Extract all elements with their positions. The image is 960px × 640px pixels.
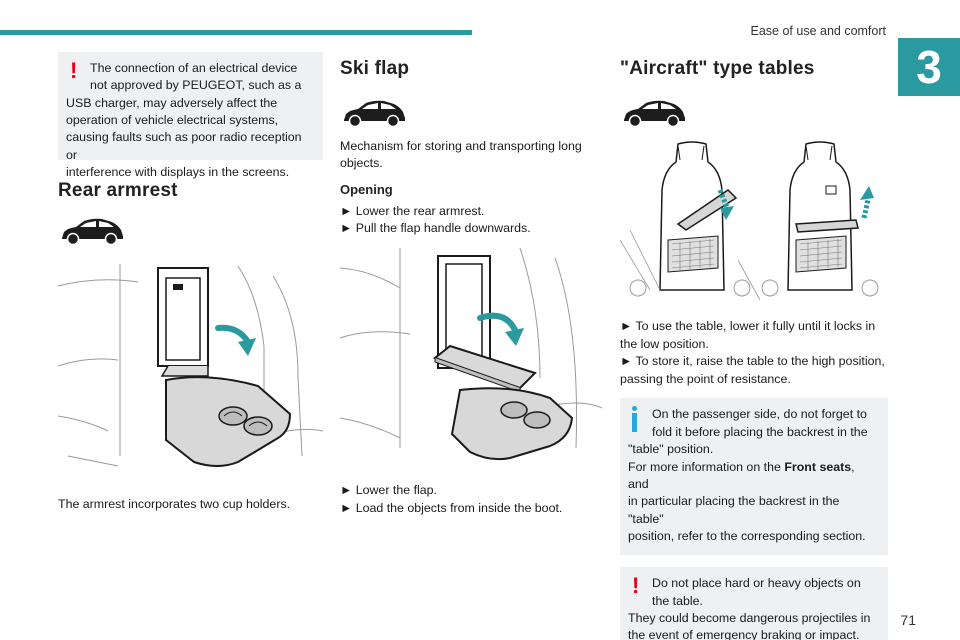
warning-line-5: causing faults such as poor radio recept… bbox=[66, 130, 302, 162]
top-accent-bar bbox=[0, 30, 472, 35]
running-header: Ease of use and comfort bbox=[750, 24, 887, 38]
chapter-tab: 3 bbox=[898, 38, 960, 96]
subheading-opening: Opening bbox=[340, 181, 393, 197]
warning-line-2: not approved by PEUGEOT, such as a bbox=[90, 78, 302, 93]
info-line-2: fold it before placing the backrest in t… bbox=[652, 424, 868, 439]
column-middle: Ski flap Mechanism for storing and trans… bbox=[340, 52, 602, 517]
ski-flap-intro-line-1: Mechanism for storing and transporting l… bbox=[340, 139, 582, 153]
info-box-passenger-side: On the passenger side, do not forget to … bbox=[620, 398, 888, 556]
info-line-5: in particular placing the backrest in th… bbox=[628, 494, 840, 526]
table-instruction-line-1: ► To use the table, lower it fully until… bbox=[620, 319, 876, 333]
table-instruction-line-2: the low position. bbox=[620, 336, 709, 351]
front-seats-reference: Front seats bbox=[784, 459, 852, 474]
column-left: ! The connection of an electrical device… bbox=[58, 52, 323, 513]
warning-exclamation-icon: ! bbox=[70, 58, 78, 83]
column-right: "Aircraft" type tables bbox=[620, 52, 888, 640]
section-title-ski-flap: Ski flap bbox=[340, 58, 410, 79]
table-instruction-line-4: passing the point of resistance. bbox=[620, 371, 791, 386]
step-lower-armrest: ► Lower the rear armrest. bbox=[340, 203, 485, 218]
warning-line-1: The connection of an electrical device bbox=[90, 61, 298, 75]
table-warning-line-1: Do not place hard or heavy objects on bbox=[652, 576, 861, 591]
aircraft-tables-illustration bbox=[620, 141, 879, 301]
warning-line-6: interference with displays in the screen… bbox=[66, 165, 290, 180]
section-title-aircraft-tables: "Aircraft" type tables bbox=[620, 58, 815, 79]
table-instruction-line-3: ► To store it, raise the table to the hi… bbox=[620, 354, 885, 369]
info-more-line: For more information on the Front seats,… bbox=[628, 459, 855, 491]
warning-box-electrical: ! The connection of an electrical device… bbox=[58, 52, 323, 179]
page-number: 71 bbox=[900, 612, 916, 628]
table-warning-line-2: the table. bbox=[652, 593, 703, 608]
ski-flap-illustration bbox=[340, 247, 602, 461]
warning-exclamation-icon: ! bbox=[632, 573, 640, 599]
car-icon bbox=[624, 100, 685, 128]
table-warning-line-3: They could become dangerous projectiles … bbox=[628, 611, 871, 626]
caption-rear-armrest: The armrest incorporates two cup holders… bbox=[58, 497, 291, 511]
car-icon bbox=[344, 100, 405, 128]
info-line-1: On the passenger side, do not forget to bbox=[652, 407, 867, 422]
warning-line-3: USB charger, may adversely affect the bbox=[66, 95, 278, 110]
warning-box-table: ! Do not place hard or heavy objects on … bbox=[620, 567, 888, 640]
info-line-6: position, refer to the corresponding sec… bbox=[628, 528, 866, 543]
info-icon bbox=[630, 406, 639, 433]
car-icon bbox=[62, 218, 123, 246]
section-title-rear-armrest: Rear armrest bbox=[58, 180, 178, 201]
ski-flap-intro-line-2: objects. bbox=[340, 156, 383, 171]
rear-armrest-illustration bbox=[58, 264, 323, 467]
info-line-3: "table" position. bbox=[628, 442, 714, 457]
table-warning-line-4: the event of emergency braking or impact… bbox=[628, 628, 860, 640]
step-load-objects: ► Load the objects from inside the boot. bbox=[340, 500, 563, 515]
warning-line-4: operation of vehicle electrical systems, bbox=[66, 113, 279, 128]
step-pull-handle: ► Pull the flap handle downwards. bbox=[340, 221, 531, 236]
step-lower-flap: ► Lower the flap. bbox=[340, 482, 437, 497]
